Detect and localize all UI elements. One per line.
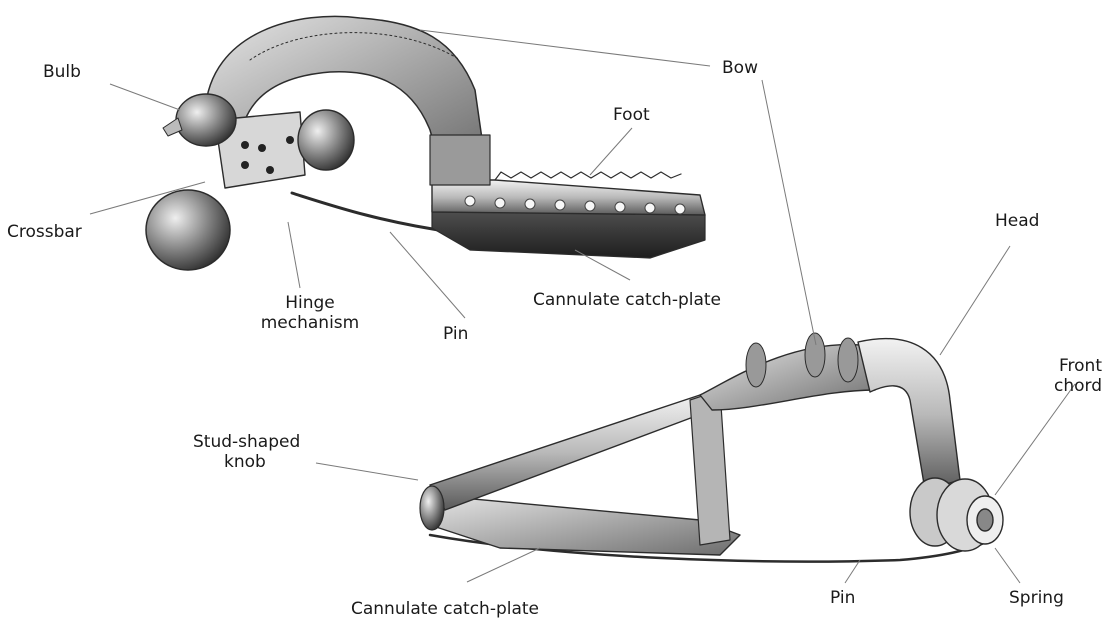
- label-front-chord-line1: Front: [1030, 356, 1102, 376]
- lower-brooch-drawing: [420, 333, 1003, 562]
- label-cannulate-catch-plate-lower: Cannulate catch-plate: [351, 599, 539, 619]
- label-foot: Foot: [613, 105, 650, 125]
- label-pin-upper: Pin: [443, 324, 468, 344]
- label-crossbar: Crossbar: [7, 222, 82, 242]
- label-hinge-line2: mechanism: [250, 313, 370, 333]
- label-bulb: Bulb: [43, 62, 81, 82]
- label-stud-shaped-knob: Stud-shaped knob: [193, 432, 300, 472]
- label-head: Head: [995, 211, 1039, 231]
- label-front-chord: Front chord: [1030, 356, 1102, 396]
- label-spring: Spring: [1009, 588, 1064, 608]
- label-stud-line2: knob: [193, 452, 300, 472]
- label-cannulate-catch-plate-upper: Cannulate catch-plate: [533, 290, 721, 310]
- upper-brooch-drawing: [146, 16, 705, 270]
- label-front-chord-line2: chord: [1030, 376, 1102, 396]
- label-hinge-mechanism: Hinge mechanism: [250, 293, 370, 333]
- label-pin-lower: Pin: [830, 588, 855, 608]
- label-hinge-line1: Hinge: [250, 293, 370, 313]
- label-stud-line1: Stud-shaped: [193, 432, 300, 452]
- label-bow: Bow: [722, 58, 758, 78]
